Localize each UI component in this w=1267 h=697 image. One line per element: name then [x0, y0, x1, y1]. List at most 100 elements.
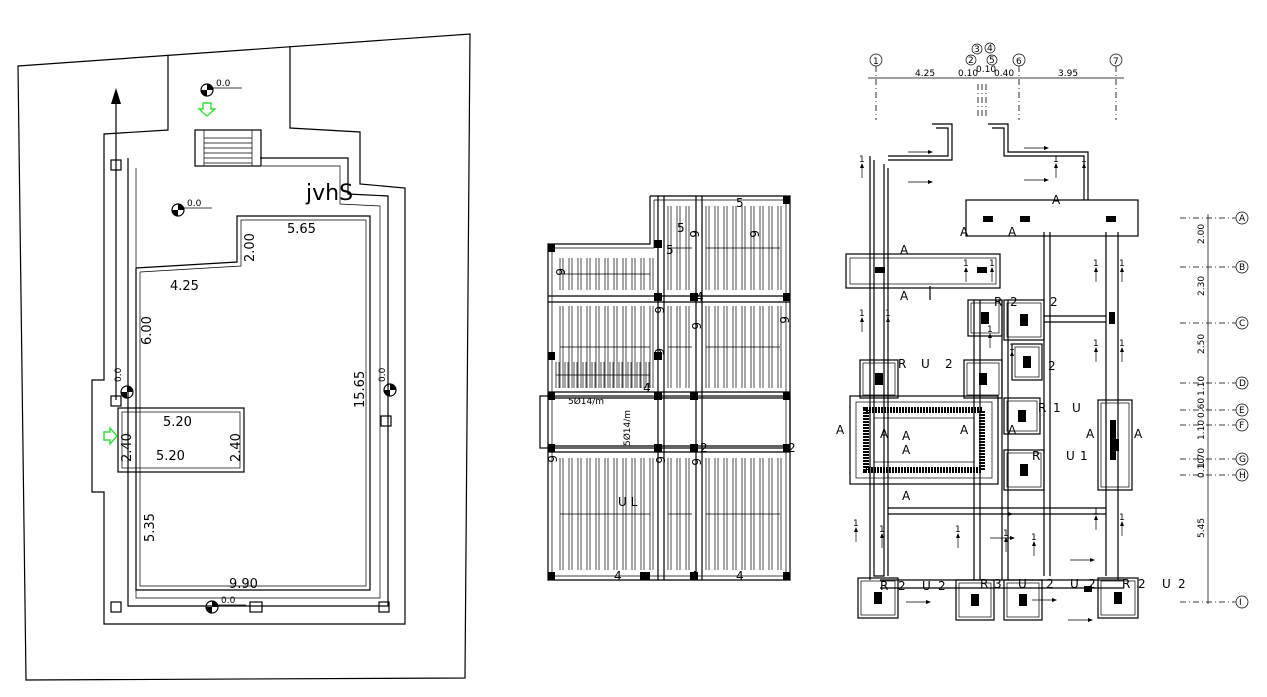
central-footing: [849, 395, 999, 485]
right-dim: 2.00: [1197, 224, 1207, 244]
dim-inner-right: 2.40: [229, 433, 244, 462]
level-marker-icon: 0.0: [205, 596, 246, 614]
top-dim: 4.25: [915, 69, 935, 79]
footing-label: U: [1018, 577, 1027, 591]
slab-code: U L: [618, 495, 638, 509]
section-mark: A: [900, 289, 909, 303]
slab-mark: 6: [777, 316, 791, 324]
axis-label: 1: [873, 57, 879, 67]
footing-label: 2: [1178, 577, 1186, 591]
section-mark: A: [1086, 427, 1095, 441]
slab-columns: [548, 196, 790, 580]
level-value: 0.0: [187, 199, 202, 209]
right-dim: 1.10: [1197, 376, 1207, 396]
entrance-arrow-icon: [197, 102, 217, 117]
slab-plan: 5 5 5 6 6 6 6 6 6 6 6 6 6 4 4 4 4 2 2 4 …: [539, 195, 796, 583]
dim-upper-left: 4.25: [170, 279, 199, 294]
slab-mark: 6: [653, 456, 667, 464]
slab-mark: 6: [689, 458, 703, 466]
footing-label: U: [922, 579, 931, 593]
slab-mark: 6: [553, 268, 567, 276]
footing-label: R: [880, 579, 888, 593]
central-hatch: [863, 407, 985, 473]
footing-label: 2: [1088, 577, 1096, 591]
slab-mark: 6: [652, 306, 666, 314]
footing-label: R: [1032, 449, 1040, 463]
axis-label: 5: [989, 56, 995, 66]
axis-label: B: [1239, 263, 1245, 273]
dim-inner-bottom: 5.20: [156, 449, 185, 464]
dim-left-height: 6.00: [140, 316, 155, 345]
footing-labels: R U 2 R 1 U R U 1 R 2 U 2 R 3 U 2 U 2 R …: [880, 295, 1186, 593]
arrow-label: 1: [989, 259, 995, 269]
arrow-label: 1: [853, 519, 859, 529]
building-outline: [91, 46, 406, 625]
slab-mark: 5: [736, 196, 744, 210]
top-dim: 3.95: [1058, 69, 1078, 79]
slab-mark: 2: [700, 441, 708, 455]
axis-label: 2: [968, 56, 974, 66]
joist-field: [555, 206, 782, 570]
grade-beam: [845, 253, 1001, 289]
arrow-label: 1: [955, 525, 961, 535]
dim-inner-left: 2.40: [120, 433, 135, 462]
dim-inner-top: 5.20: [163, 415, 192, 430]
footing-label: 1: [1080, 449, 1088, 463]
arrow-label: 1: [859, 155, 865, 165]
arrow-label: 1: [1119, 339, 1125, 349]
level-marker-icon: 0.0: [114, 367, 134, 399]
level-value: 0.0: [114, 367, 124, 382]
axis-label: G: [1239, 455, 1246, 465]
slab-mark: 4: [736, 569, 744, 583]
dim-right-height: 15.65: [353, 371, 368, 408]
arrow-label: 1: [1093, 259, 1099, 269]
axis-label: I: [1239, 598, 1242, 608]
entrance-arrow-icon: [103, 426, 118, 446]
inner-slab-inner: [121, 411, 241, 469]
axis-label: A: [1239, 214, 1246, 224]
axis-label: 7: [1113, 57, 1119, 67]
footing-label: 2: [945, 357, 953, 371]
slab-mark: 6: [545, 455, 559, 463]
level-value: 0.0: [216, 79, 231, 89]
arrow-label: 1: [1093, 507, 1099, 517]
slab-band: [539, 395, 791, 449]
right-dim: 1.70: [1197, 448, 1207, 468]
slab-mark: 4: [643, 381, 651, 395]
right-dim: 1.10: [1197, 420, 1207, 440]
inner-wall-inner: [135, 165, 381, 599]
section-mark: A: [1052, 193, 1061, 207]
axis-label: H: [1239, 471, 1246, 481]
level-value: 0.0: [221, 596, 236, 606]
axis-label: F: [1239, 421, 1244, 431]
level-marker-icon: 0.0: [200, 79, 242, 97]
section-mark: A: [902, 443, 911, 457]
footing-label: U: [1070, 577, 1079, 591]
footing-label: U: [1072, 401, 1081, 415]
footing-label: 2: [1046, 577, 1054, 591]
site-plan: 0.0 0.0 0.0 0.0 0.0 jvhS 5.65 2.00 4.25 …: [17, 33, 471, 681]
arrow-label: 1: [1081, 155, 1087, 165]
axis-label: D: [1239, 379, 1246, 389]
slab-mark: 2: [788, 441, 796, 455]
section-mark: A: [1134, 427, 1143, 441]
axis-label: 6: [1016, 57, 1022, 67]
arrow-label: 1: [1009, 343, 1015, 353]
dim-lower-left: 5.35: [143, 513, 158, 542]
room-outline: [135, 215, 371, 591]
foundation-plan: 1 2 3 4 5 6 7 4.25 0.10 0.10 0.40 3.95 A…: [836, 42, 1249, 622]
top-axis-lines: [875, 66, 1117, 120]
footing-label: R: [898, 357, 906, 371]
slab-mark: 6: [687, 230, 701, 238]
footing-label: 3: [994, 577, 1002, 591]
staircase: [194, 129, 262, 167]
axis-label: 4: [987, 44, 993, 54]
footing-label: R: [1038, 401, 1046, 415]
room-outline-inner: [139, 219, 367, 587]
bar-label-vertical: 5Ø14/m: [622, 410, 633, 446]
arrow-label: 1: [1119, 259, 1125, 269]
right-dim: 5.45: [1197, 518, 1207, 538]
slab-mark: 6: [747, 230, 761, 238]
axis-label: C: [1239, 319, 1245, 329]
